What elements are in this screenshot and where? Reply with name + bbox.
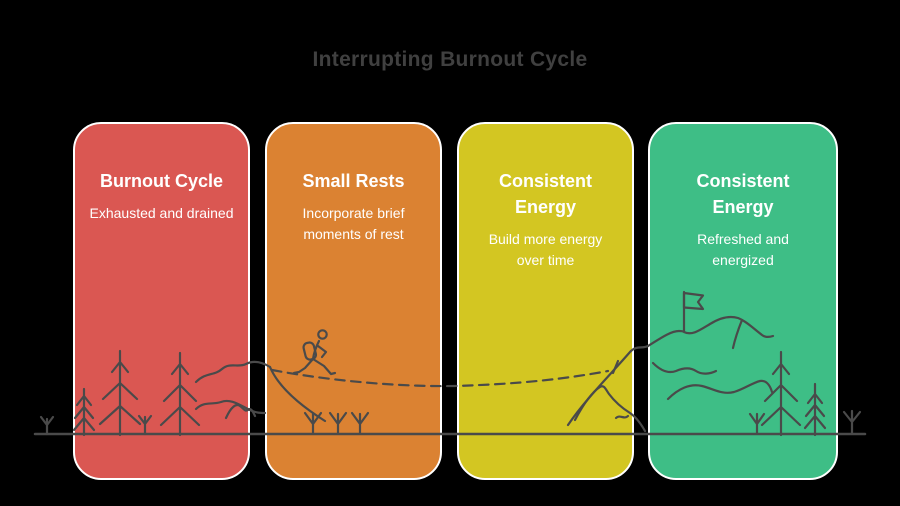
card-small-rests: Small Rests Incorporate brief moments of… — [265, 122, 442, 480]
card-title: Consistent Energy — [498, 171, 592, 217]
card-consistent-energy-refreshed: Consistent Energy Refreshed and energize… — [648, 122, 838, 480]
card-consistent-energy-build: Consistent Energy Build more energy over… — [457, 122, 634, 480]
card-subtitle: Build more energy over time — [488, 231, 603, 268]
card-title: Burnout Cycle — [99, 171, 223, 191]
card-title: Small Rests — [302, 171, 405, 191]
card-subtitle: Refreshed and energized — [697, 231, 789, 268]
card-subtitle: Incorporate brief moments of rest — [302, 205, 405, 242]
card-title: Consistent Energy — [696, 171, 790, 217]
card-subtitle: Exhausted and drained — [89, 205, 234, 221]
card-burnout-cycle: Burnout Cycle Exhausted and drained — [73, 122, 250, 480]
page-title: Interrupting Burnout Cycle — [312, 48, 588, 71]
